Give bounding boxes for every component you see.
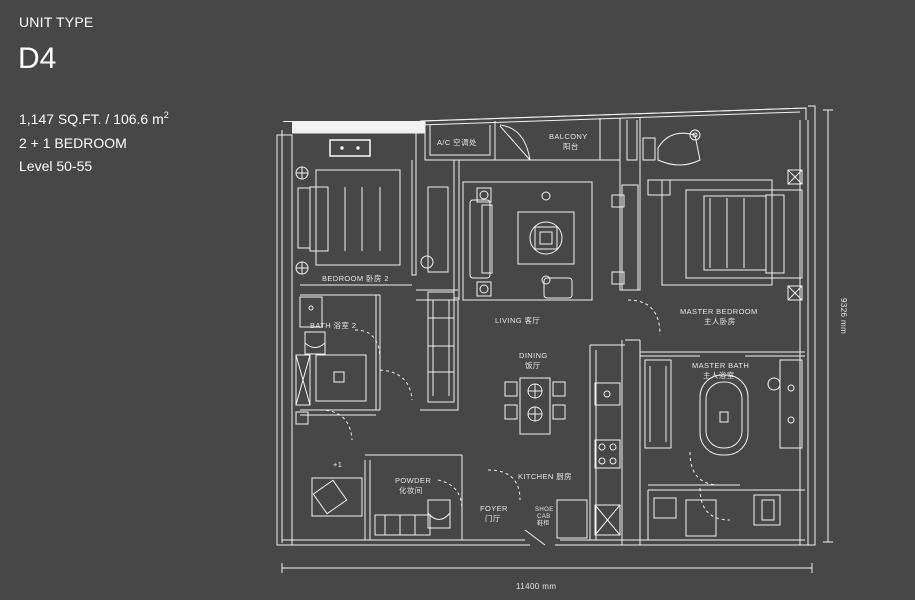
level-range: Level 50-55 [19, 158, 93, 174]
unit-type-label: UNIT TYPE [19, 14, 94, 30]
label-shoe-cab-2: CAB [537, 514, 551, 520]
label-shoe-cab-1: SHOE [535, 507, 554, 513]
label-dining: DINING [519, 351, 548, 360]
label-dining-cn: 饭厅 [525, 360, 541, 370]
unit-code: D4 [18, 42, 57, 75]
label-balcony: BALCONY [549, 132, 588, 141]
label-bath-2: BATH 浴室 2 [310, 320, 356, 330]
width-dimension-label: 11400 mm [516, 582, 556, 591]
label-kitchen: KITCHEN 厨房 [518, 471, 572, 481]
label-master-bedroom-cn: 主人卧房 [704, 316, 736, 326]
label-foyer: FOYER [480, 504, 508, 513]
wardrobe [427, 291, 455, 403]
master-bedroom-furniture [647, 169, 803, 301]
exterior-walls [276, 105, 816, 546]
bedroom-count: 2 + 1 BEDROOM [19, 135, 127, 151]
label-foyer-cn: 门厅 [485, 514, 501, 523]
dimension-depth: 9326 mm [823, 109, 848, 543]
depth-dimension-label: 9326 mm [839, 298, 848, 334]
label-master-bedroom: MASTER BEDROOM [680, 307, 758, 316]
label-plus-one: +1 [333, 460, 342, 469]
bedroom-2-furniture [295, 139, 449, 275]
door-leaves [499, 124, 546, 546]
label-ac-ledge: A/C 空调处 [437, 137, 477, 147]
kitchen-fixtures [556, 382, 621, 539]
label-balcony-cn: 阳台 [563, 141, 579, 151]
master-bath-fixtures [644, 359, 803, 537]
label-master-bath: MASTER BATH [692, 361, 749, 370]
label-bedroom-2: BEDROOM 卧房 2 [322, 273, 389, 283]
label-powder: POWDER [395, 476, 431, 485]
door-swings [319, 299, 731, 521]
living-furniture [462, 181, 639, 301]
balcony-furniture [425, 129, 701, 166]
study-powder-furniture [311, 477, 451, 536]
label-master-bath-cn: 主人浴室 [703, 370, 735, 380]
dining-table [504, 377, 566, 435]
label-powder-cn: 化妆间 [399, 485, 423, 495]
room-labels: A/C 空调处 BALCONY 阳台 BEDROOM 卧房 2 BATH 浴室 … [310, 132, 758, 527]
dimension-width: 11400 mm [281, 563, 813, 591]
bath-2-fixtures [295, 296, 367, 425]
label-living: LIVING 客厅 [495, 315, 540, 325]
unit-area-superscript: 2 [163, 110, 169, 120]
label-shoe-cab-3: 鞋柜 [537, 519, 550, 527]
unit-area: 1,147 SQ.FT. / 106.6 m2 [19, 110, 169, 127]
unit-area-text: 1,147 SQ.FT. / 106.6 m [19, 111, 164, 127]
